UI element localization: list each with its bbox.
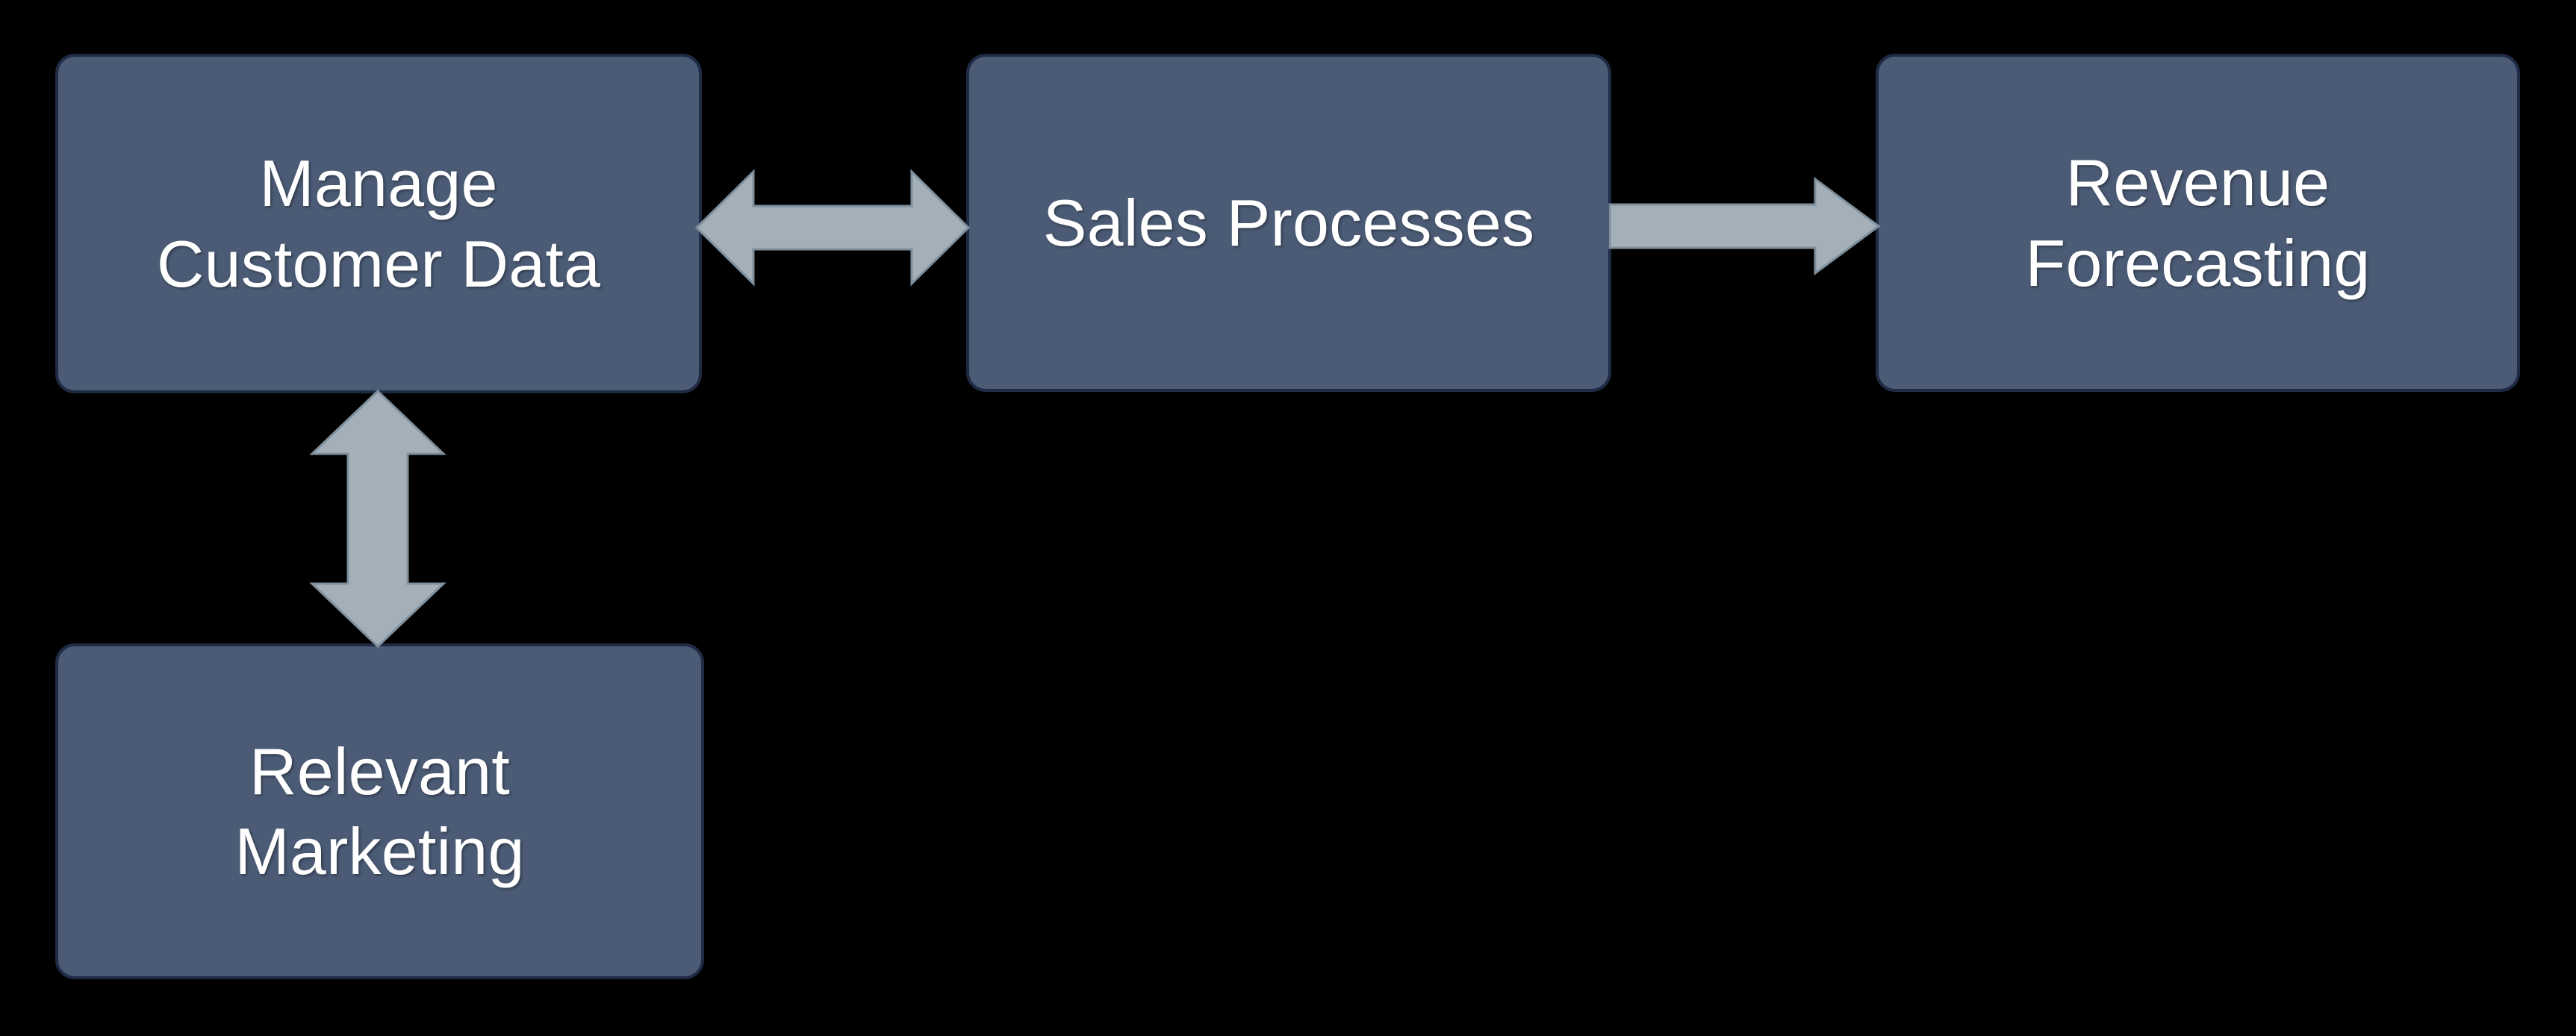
edge-double-arrow-manage-customer-data-to-relevant-marketing (309, 389, 447, 649)
node-label: Relevant Marketing (234, 734, 525, 888)
double-arrow-horizontal-icon (694, 169, 971, 287)
double-arrow-vertical-icon (309, 389, 447, 649)
edge-arrow-sales-processes-to-revenue-forecasting (1608, 177, 1881, 275)
arrow-right-icon (1608, 177, 1881, 275)
node-manage-customer-data[interactable]: Manage Customer Data (55, 54, 702, 393)
node-label: Sales Processes (1042, 185, 1535, 260)
node-revenue-forecasting[interactable]: Revenue Forecasting (1876, 54, 2520, 392)
node-sales-processes[interactable]: Sales Processes (966, 54, 1611, 392)
node-label: Manage Customer Data (156, 146, 601, 301)
node-label: Revenue Forecasting (2025, 146, 2371, 300)
node-relevant-marketing[interactable]: Relevant Marketing (55, 643, 704, 979)
edge-double-arrow-manage-customer-data-to-sales-processes (694, 169, 971, 287)
